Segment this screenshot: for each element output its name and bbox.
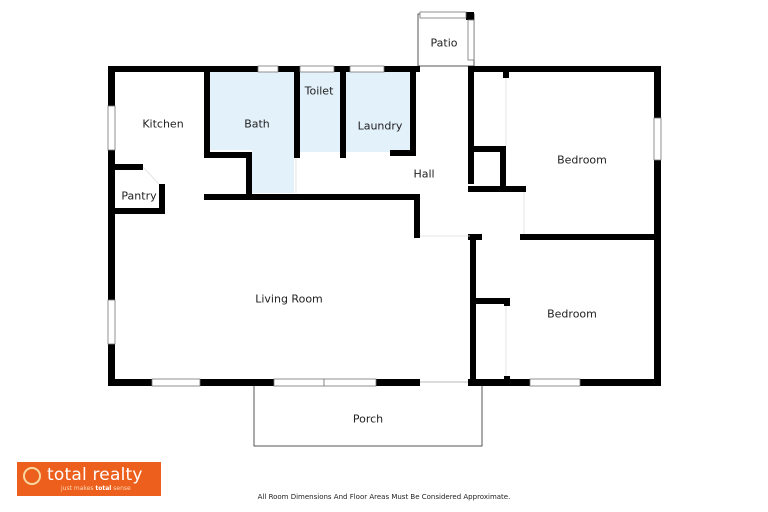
room-label-porch: Porch: [352, 412, 384, 426]
disclaimer: All Room Dimensions And Floor Areas Must…: [257, 493, 511, 501]
room-label-bedroom-1: Bedroom: [557, 153, 607, 167]
tagline-pre: just makes: [61, 485, 96, 492]
logo-ring-icon: [23, 467, 41, 485]
room-label-patio: Patio: [430, 36, 458, 50]
logo-tagline: just makes total sense: [61, 485, 131, 492]
exterior-walls: [108, 12, 661, 386]
interior-walls: [115, 66, 660, 386]
logo-name: total realty: [47, 465, 143, 485]
room-label-toilet: Toilet: [304, 84, 334, 98]
windows: [107, 11, 662, 387]
room-label-bath: Bath: [244, 117, 270, 131]
tagline-post: sense: [111, 485, 131, 492]
room-label-living-room: Living Room: [255, 292, 323, 306]
room-label-laundry: Laundry: [357, 119, 403, 133]
company-logo: total realty just makes total sense: [17, 462, 161, 496]
room-label-kitchen: Kitchen: [142, 117, 184, 131]
tagline-bold: total: [95, 485, 112, 492]
room-label-pantry: Pantry: [121, 189, 157, 203]
door-openings: [142, 78, 525, 383]
wet-areas: [210, 72, 410, 193]
room-label-bedroom-2: Bedroom: [547, 307, 597, 321]
room-label-hall: Hall: [413, 167, 435, 181]
